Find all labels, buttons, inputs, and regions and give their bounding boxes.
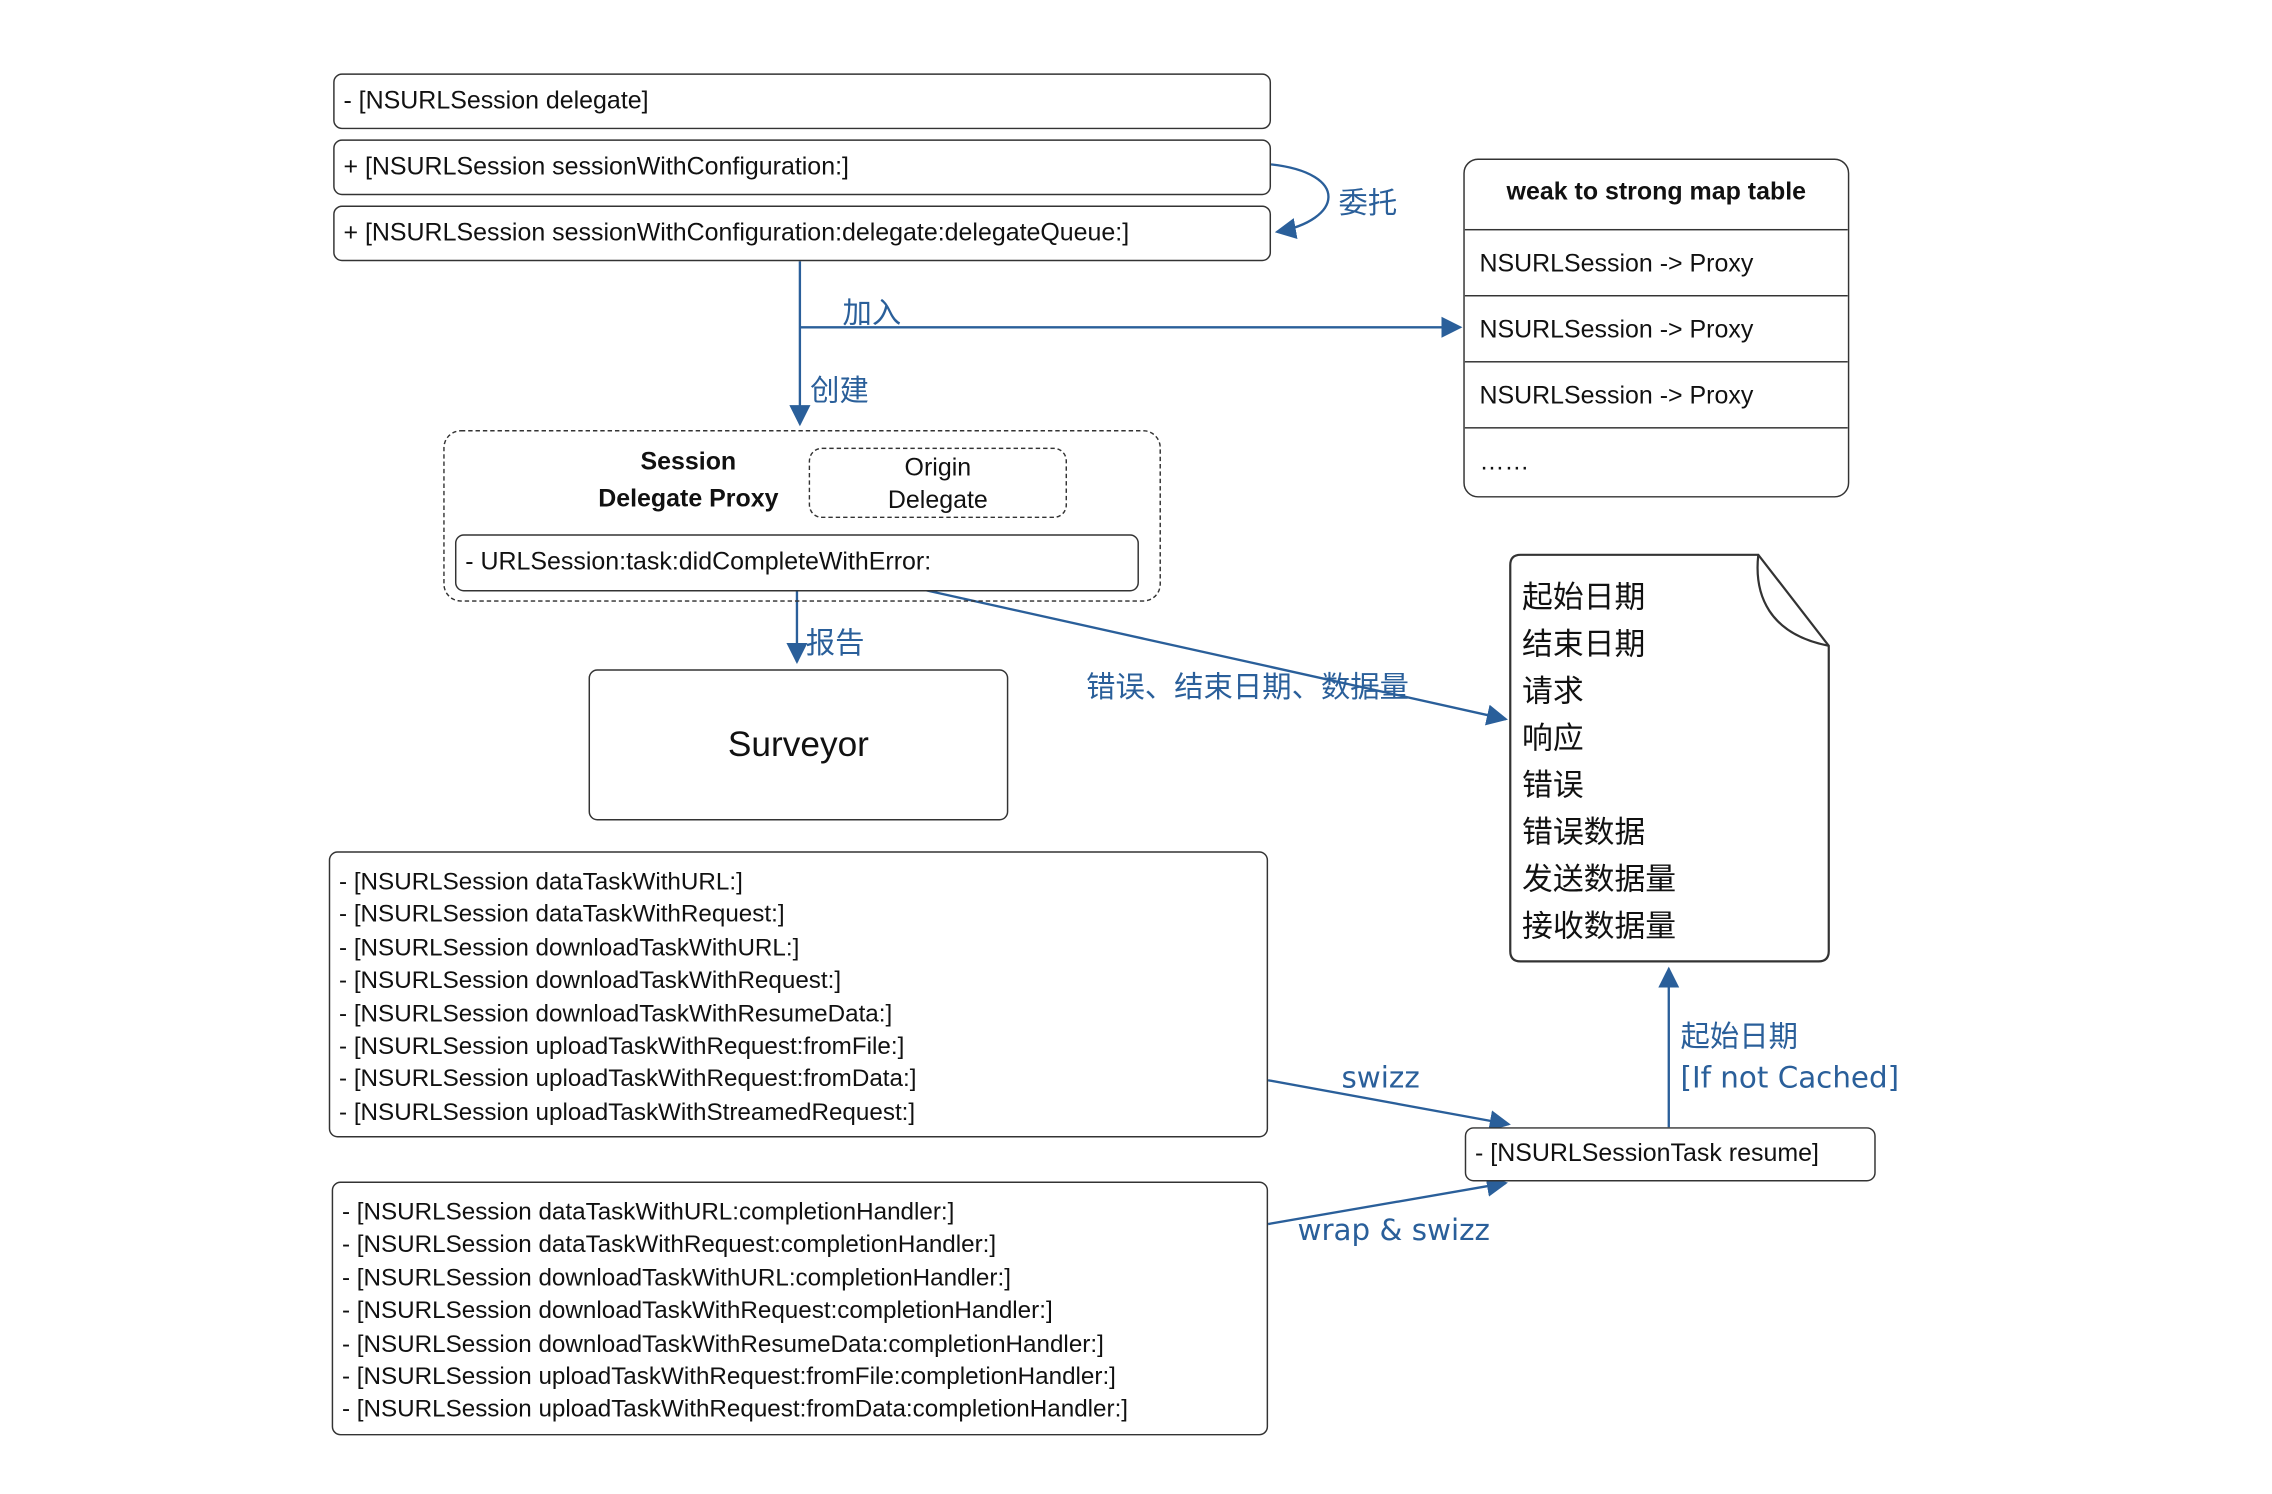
- error-data-label: 错误、结束日期、数据量: [1086, 669, 1409, 705]
- task-method: - [NSURLSession downloadTaskWithURL:]: [339, 934, 800, 962]
- swizz-label: swizz: [1341, 1059, 1420, 1095]
- record-fields: 起始日期 结束日期 请求 响应 错误 错误数据 发送数据量 接收数据量: [1522, 574, 1676, 950]
- record-document-shape: [1509, 553, 1830, 963]
- record-field: 错误: [1522, 767, 1584, 803]
- handler-methods-box: - [NSURLSession dataTaskWithURL:completi…: [331, 1181, 1269, 1436]
- join-label: 加入: [842, 295, 902, 331]
- map-table-row: NSURLSession -> Proxy: [1464, 230, 1848, 297]
- task-method: - [NSURLSession uploadTaskWithRequest:fr…: [339, 1066, 917, 1093]
- delegate-method-box: - [NSURLSession delegate]: [333, 73, 1272, 130]
- weak-strong-map-table: weak to strong map table NSURLSession ->…: [1463, 158, 1850, 498]
- session-with-config-delegate-box: + [NSURLSession sessionWithConfiguration…: [333, 205, 1272, 262]
- proxy-title: Session Delegate Proxy: [581, 443, 795, 516]
- map-table-title: weak to strong map table: [1464, 160, 1848, 231]
- did-complete-method-box: - URLSession:task:didCompleteWithError:: [454, 534, 1139, 592]
- task-method: - [NSURLSession downloadTaskWithRequest:…: [339, 967, 842, 994]
- session-with-config-delegate-text: + [NSURLSession sessionWithConfiguration…: [343, 218, 1130, 247]
- record-field: 结束日期: [1522, 626, 1646, 662]
- entrust-label: 委托: [1338, 184, 1398, 221]
- document-fold: [1756, 554, 1829, 647]
- record-field: 响应: [1522, 720, 1584, 756]
- session-with-config-text: + [NSURLSession sessionWithConfiguration…: [343, 152, 849, 181]
- record-field: 请求: [1522, 673, 1584, 709]
- task-resume-box: - [NSURLSessionTask resume]: [1464, 1127, 1876, 1182]
- proxy-title-line2: Delegate Proxy: [598, 484, 779, 513]
- handler-method: - [NSURLSession uploadTaskWithRequest:fr…: [341, 1363, 1116, 1390]
- report-label: 报告: [805, 625, 865, 661]
- task-method: - [NSURLSession uploadTaskWithRequest:fr…: [339, 1033, 905, 1060]
- origin-line2: Delegate: [887, 485, 988, 514]
- handler-method: - [NSURLSession downloadTaskWithResumeDa…: [341, 1330, 1104, 1357]
- session-delegate-proxy: [443, 430, 1161, 602]
- handler-method: - [NSURLSession dataTaskWithRequest:comp…: [341, 1231, 997, 1259]
- record-field: 起始日期: [1522, 579, 1646, 615]
- record-field: 发送数据量: [1522, 861, 1677, 897]
- create-label: 创建: [810, 372, 869, 409]
- entrust-arrow: [1270, 163, 1330, 239]
- task-methods-box: - [NSURLSession dataTaskWithURL:] - [NSU…: [328, 851, 1269, 1138]
- map-table-row: NSURLSession -> Proxy: [1464, 363, 1848, 429]
- record-field: 错误数据: [1522, 814, 1646, 850]
- handler-method: - [NSURLSession downloadTaskWithRequest:…: [341, 1297, 1053, 1325]
- surveyor-label: Surveyor: [727, 725, 869, 765]
- delegate-method-text: - [NSURLSession delegate]: [343, 86, 649, 115]
- task-resume-text: - [NSURLSessionTask resume]: [1475, 1138, 1819, 1167]
- start-date-label: 起始日期: [1680, 1018, 1798, 1054]
- record-field: 接收数据量: [1522, 908, 1677, 944]
- did-complete-method-text: - URLSession:task:didCompleteWithError:: [465, 547, 932, 576]
- if-not-cached-label: [If not Cached]: [1680, 1059, 1900, 1095]
- task-method: - [NSURLSession dataTaskWithURL:]: [339, 868, 743, 896]
- error-data-arrow: [924, 588, 1508, 726]
- surveyor-box: Surveyor: [588, 669, 1009, 821]
- handler-method: - [NSURLSession uploadTaskWithRequest:fr…: [341, 1396, 1129, 1423]
- wrap-swizz-label: wrap & swizz: [1297, 1212, 1490, 1248]
- origin-line1: Origin: [904, 453, 972, 482]
- handler-method: - [NSURLSession dataTaskWithURL:completi…: [341, 1199, 955, 1226]
- task-method: - [NSURLSession downloadTaskWithResumeDa…: [339, 1000, 893, 1027]
- swizz-arrow: [1267, 1079, 1511, 1132]
- task-method: - [NSURLSession dataTaskWithRequest:]: [339, 901, 785, 929]
- handler-method: - [NSURLSession downloadTaskWithURL:comp…: [341, 1264, 1011, 1292]
- map-table-row-ellipsis: ……: [1479, 447, 1530, 476]
- session-with-config-box: + [NSURLSession sessionWithConfiguration…: [333, 139, 1272, 196]
- wrap-swizz-arrow: [1267, 1175, 1508, 1226]
- origin-delegate-box: Origin Delegate: [808, 447, 1068, 519]
- proxy-title-line1: Session: [640, 447, 737, 476]
- map-table-row: NSURLSession -> Proxy: [1464, 296, 1848, 363]
- task-method: - [NSURLSession uploadTaskWithStreamedRe…: [339, 1098, 916, 1126]
